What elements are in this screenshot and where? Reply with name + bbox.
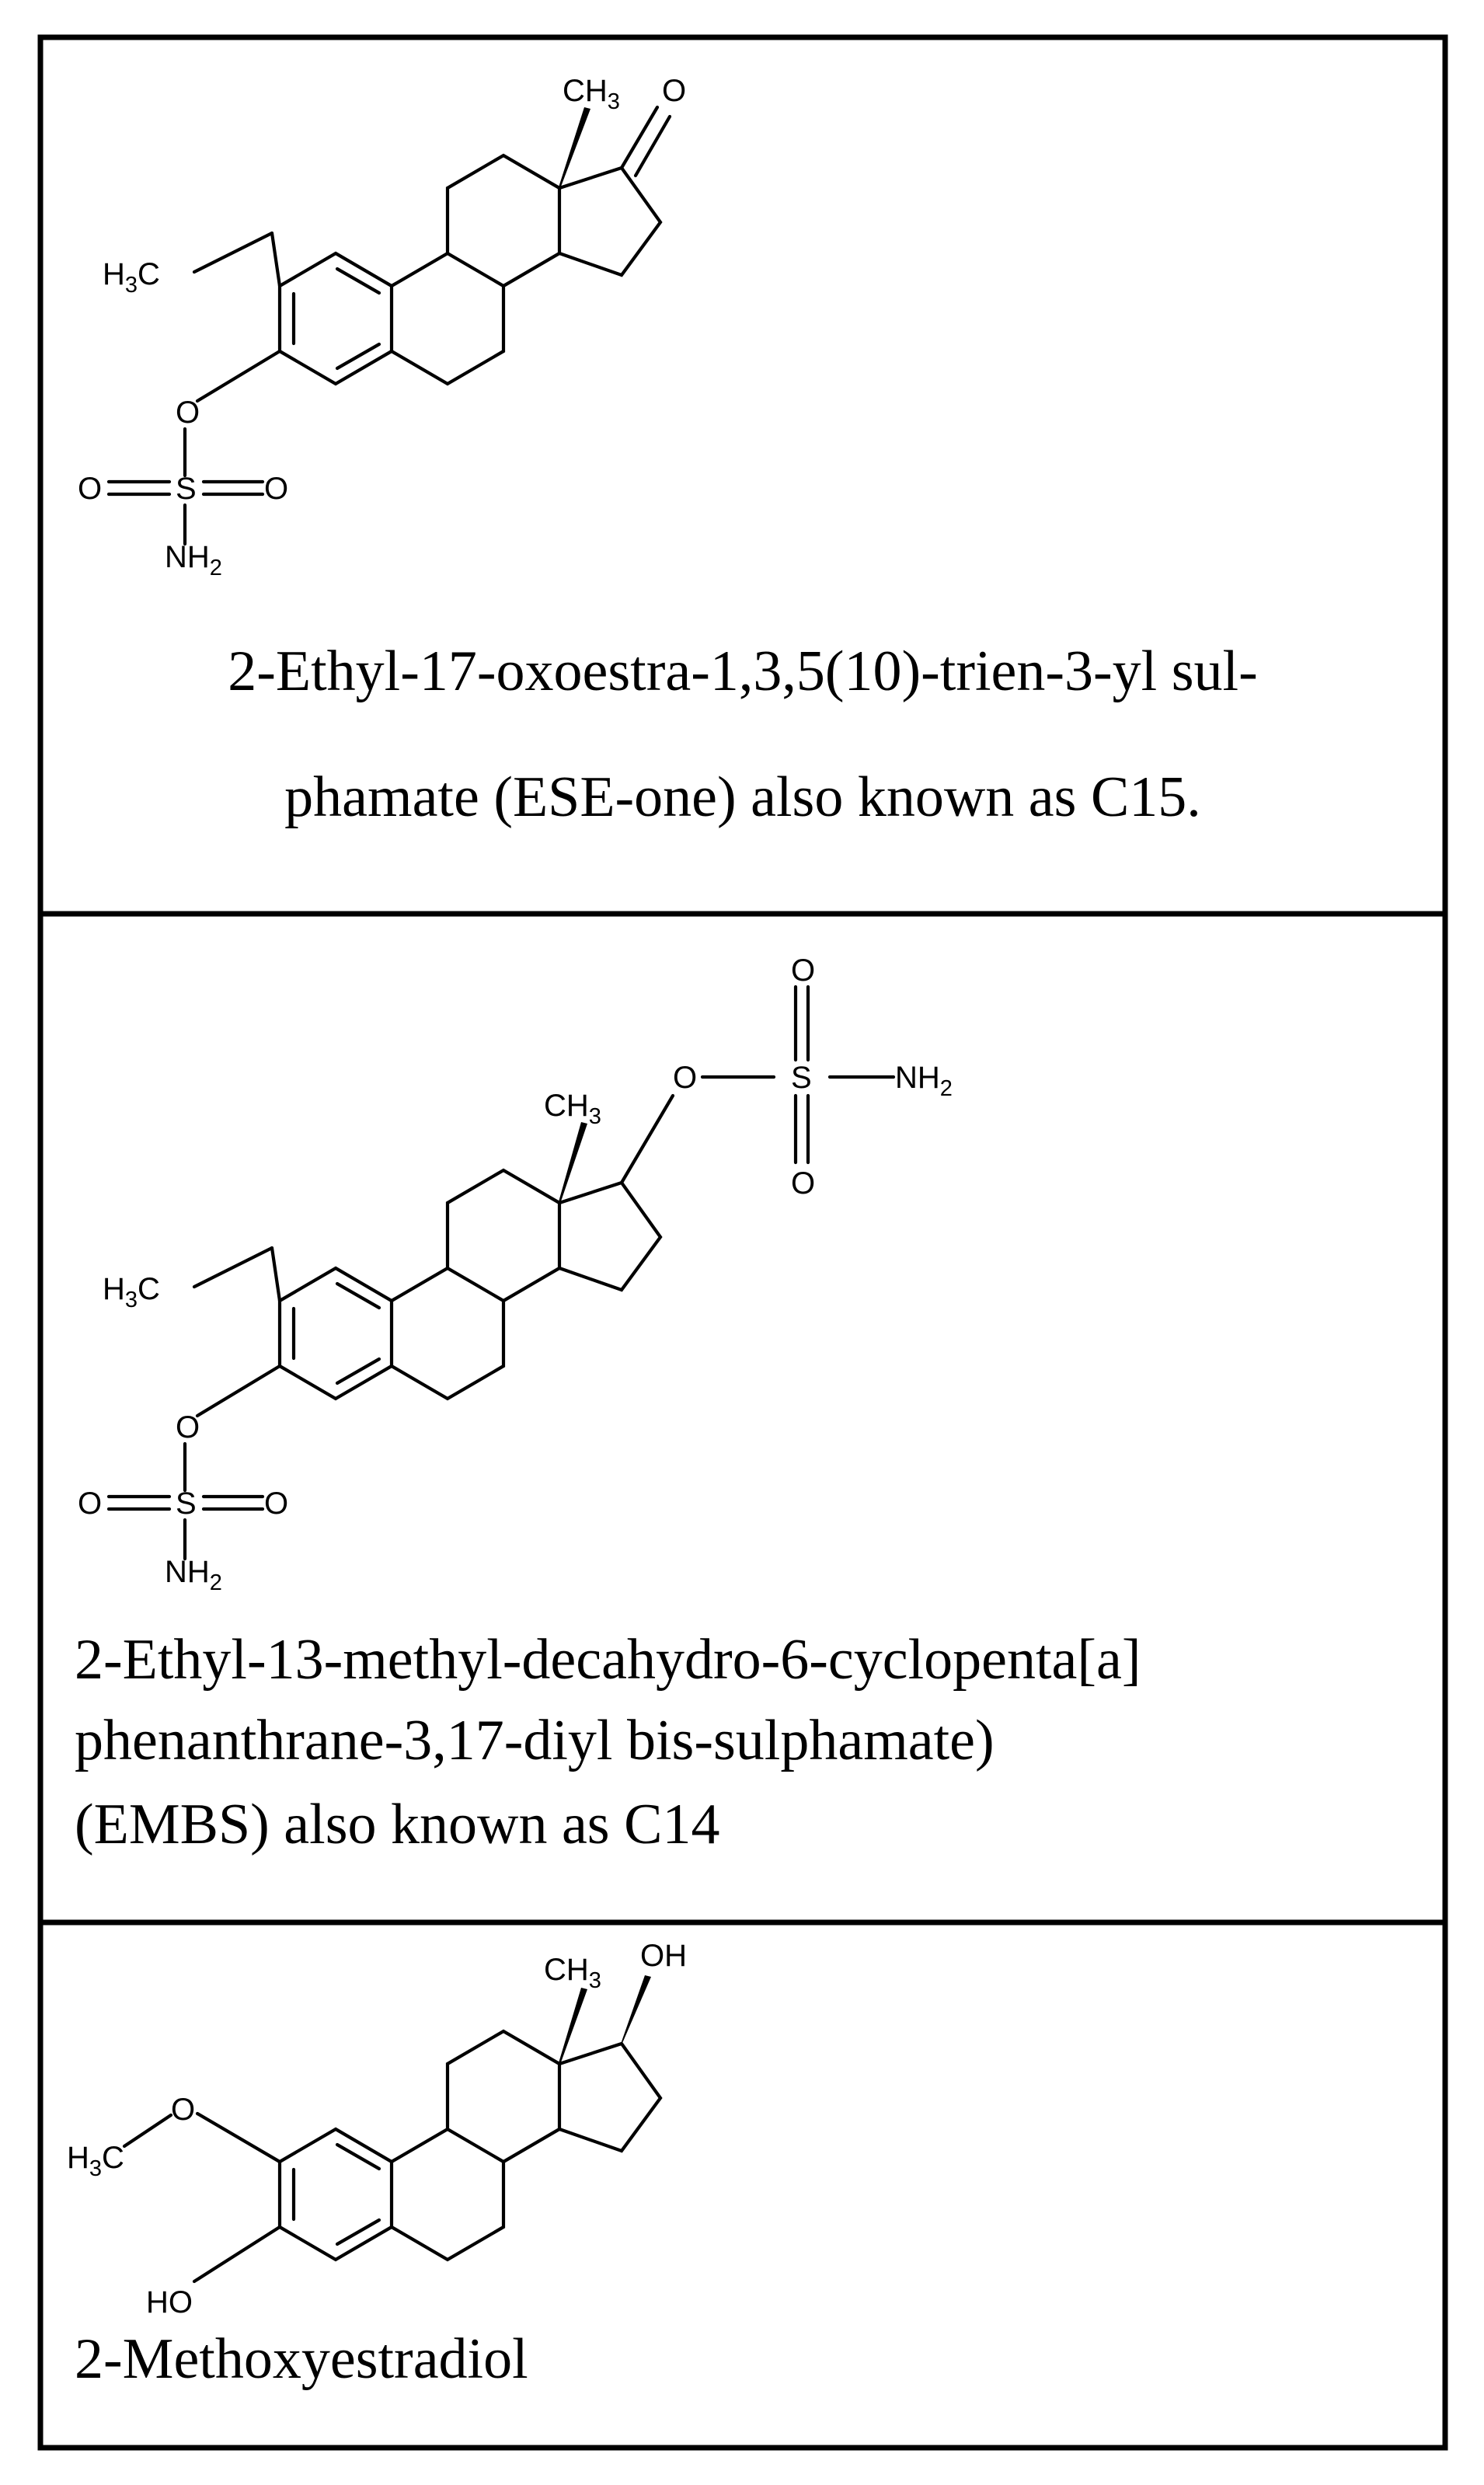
panel-2-methoxyestradiol: CH3 OH O H3C HO 2-Methoxyestradiol (67, 1939, 687, 2391)
c15-sulfur-label: S (176, 472, 197, 506)
structure-c14 (106, 985, 896, 1561)
c14-sulfonyl-oxygen-right-label: O (264, 1486, 288, 1521)
c15-caption-line-1: 2-Ethyl-17-oxoestra-1,3,5(10)-trien-3-yl… (228, 640, 1257, 703)
c15-sulfonyl-oxygen-left-label: O (78, 472, 102, 506)
methoxyestradiol-ch3-label: CH3 (544, 1953, 601, 1993)
structure-c15 (106, 105, 672, 546)
c14-nh2-label: NH2 (165, 1555, 222, 1595)
c14-ester-oxygen-label: O (176, 1410, 200, 1445)
c15-h3c-label: H3C (103, 257, 160, 298)
c14-sulfur-label: S (176, 1486, 197, 1521)
methoxyestradiol-methoxy-oxygen-label: O (171, 2093, 195, 2127)
c15-caption-line-2: phamate (ESE-one) also known as C15. (284, 765, 1201, 829)
c15-ester-oxygen-label: O (176, 396, 200, 430)
c15-ketone-oxygen-label: O (662, 74, 686, 108)
c15-sulfonyl-oxygen-right-label: O (264, 472, 288, 506)
figure-frame (37, 34, 1448, 2451)
panel-c15: CH3 O H3C O O S O NH2 2-Ethyl-17-oxoestr… (78, 74, 1258, 829)
methoxyestradiol-h3c-label: H3C (67, 2141, 124, 2181)
c14-17-sulfonyl-oxygen-bottom-label: O (791, 1166, 815, 1201)
structure-2-methoxyestradiol (122, 1975, 663, 2284)
methoxyestradiol-3-oh-label: HO (146, 2285, 193, 2319)
c14-17-nh2-label: NH2 (895, 1061, 953, 1101)
c14-sulfonyl-oxygen-left-label: O (78, 1486, 102, 1521)
c14-17-oxygen-label: O (673, 1061, 697, 1095)
methoxyestradiol-17-oh-label: OH (640, 1939, 687, 1973)
c14-caption-line-2: phenanthrane-3,17-diyl bis-sulphamate) (75, 1709, 995, 1772)
c14-17-sulfonyl-oxygen-top-label: O (791, 953, 815, 988)
c15-ch3-label: CH3 (563, 74, 620, 114)
panel-c14: CH3 O S O O NH2 H3C O O S O NH2 2-Ethyl-… (75, 953, 1141, 1856)
c15-nh2-label: NH2 (165, 540, 222, 580)
c14-caption-line-3: (EMBS) also known as C14 (75, 1793, 719, 1856)
c14-ch3-label: CH3 (544, 1089, 601, 1129)
c14-17-sulfur-label: S (791, 1061, 812, 1095)
c14-h3c-label: H3C (103, 1272, 160, 1312)
methoxyestradiol-caption: 2-Methoxyestradiol (75, 2327, 528, 2391)
c14-caption-line-1: 2-Ethyl-13-methyl-decahydro-6-cyclopenta… (75, 1628, 1141, 1692)
